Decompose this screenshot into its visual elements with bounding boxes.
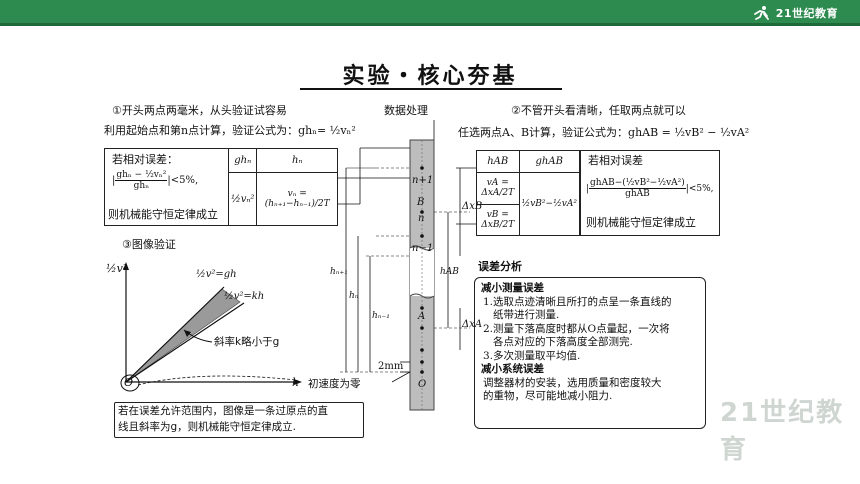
origin-label: O [124,376,134,389]
method1-conclusion: 则机械能守恒定律成立 [108,208,218,221]
method1-table: ghₙ hₙ ½vₙ² vₙ = (hₙ₊₁−hₙ₋₁)/2T [227,148,338,226]
logo-text: 21世纪教育 [775,7,838,20]
tape-point-nm1: n−1 [412,243,434,254]
method1-formula-line: 利用起始点和第n点计算，验证公式为：ghₙ= ½vₙ² [104,124,356,137]
tape-point-o: O [418,379,427,390]
zero-speed-note: 初速度为零 [308,378,361,390]
center-label: 数据处理 [384,104,428,117]
h-n1-label: hₙ₊₁ [330,267,348,277]
line-gh [125,286,225,383]
method2-row2-col1: vB = ΔxB/2T [476,203,520,236]
item2a: 2.测量下落高度时都从O点量起，一次将 [483,322,670,335]
tape-point-b: B [417,197,425,208]
method1-heading: ①开头两点两毫米，从头验证试容易 [112,104,287,117]
method3-conclusion-2: 线且斜率为g，则机械能守恒定律成立. [118,421,297,433]
error-analysis-box: 减小测量误差 1.选取点迹清晰且所打的点呈一条直线的 纸带进行测量. 2.测量下… [474,277,706,429]
slope-note: 斜率k略小于g [214,336,280,348]
header-stripe [0,23,860,26]
tape-dot [420,370,424,374]
watermark: 21世纪教育 [720,398,845,465]
tape-point-n1: n+1 [412,175,434,186]
method2-row1-col1: vA = ΔxA/2T [476,172,520,205]
section1-title: 减小测量误差 [481,282,544,294]
error-analysis-title: 误差分析 [478,260,522,273]
zero-speed-pointer [391,371,411,383]
x-axis-arrow-icon [294,379,302,385]
method2-error-tail: <5%, [688,184,714,194]
tape-dot [420,326,424,330]
h-nm1-label: hₙ₋₁ [372,311,390,321]
tape-dot [420,166,424,170]
tape-dot [420,306,424,310]
method3-heading: ③图像验证 [122,238,176,251]
tape-dot [420,210,424,214]
line-gh-label: ½v²=gh [196,269,237,280]
slide-title: 实验・核心夯基 [342,64,518,89]
line-kh [125,302,245,383]
h-n-label: hₙ [349,291,359,301]
method2-heading: ②不管开头看清晰，任取两点就可以 [511,104,686,117]
method2-error-frac: ghAB−(½vB²−½vA²)ghAB [589,178,686,199]
item4a: 调整器材的安装，选用质量和密度较大 [483,376,662,389]
slope-arrow-icon [184,330,191,337]
gap-label: 2mm [378,361,404,372]
dx-a-label: ΔxA [462,319,483,330]
header-bar: 21世纪教育 [0,0,860,26]
y-axis-arrow-icon [123,262,129,270]
graph-x-label: h [292,376,300,389]
section2-title: 减小系统误差 [481,363,544,375]
tape-point-a: A [418,311,426,322]
method2-error-frame [580,150,720,236]
item3: 3.多次测量取平均值. [483,349,581,362]
title-underline [300,88,562,90]
tape-point-n: n [418,213,425,224]
method1-error-label: 若相对误差： [112,153,178,166]
item4b: 的重物，尽可能地减小阻力. [483,390,613,402]
h-ab-label: hAB [440,267,459,277]
line-kh-label: ½v²=kh [224,291,265,302]
method2-error-formula: |ghAB−(½vB²−½vA²)ghAB|<5%, [586,178,714,199]
method1-table-frame [104,148,338,226]
method2-error-label: 若相对误差 [588,154,643,167]
method1-col2-value: vₙ = (hₙ₊₁−hₙ₋₁)/2T [256,172,338,226]
method1-col1-value: ½vₙ² [227,172,258,226]
item2b: 各点对应的下落高度全部测完. [493,336,633,348]
runner-logo-icon [753,6,769,20]
brand-logo[interactable]: 21世纪教育 [750,4,838,22]
method2-formula-line: 任选两点A、B计算，验证公式为：ghAB = ½vB² − ½vA² [458,126,750,139]
method2-conclusion: 则机械能守恒定律成立 [586,216,696,229]
method1-error-tail: <5%, [170,175,199,186]
method3-conclusion-box [114,402,364,438]
tape-dot [420,234,424,238]
tape-dot [420,348,424,352]
dx-b-label: ΔxB [462,201,483,212]
method2-table-left: hAB ghAB vA = ΔxA/2T ½vB²−½vA² vB = ΔxB/… [476,150,580,236]
method3-conclusion-1: 若在误差允许范围内，图像是一条过原点的直 [118,405,328,417]
item1b: 纸带进行测量. [493,309,560,321]
item1a: 1.选取点迹清晰且所打的点呈一条直线的 [483,295,672,308]
method2-col2-value: ½vB²−½vA² [518,172,580,236]
origin-circle [120,374,140,392]
tape-dot [420,360,424,364]
origin-link [137,375,297,386]
graph-y-label: ½v² [106,262,128,275]
